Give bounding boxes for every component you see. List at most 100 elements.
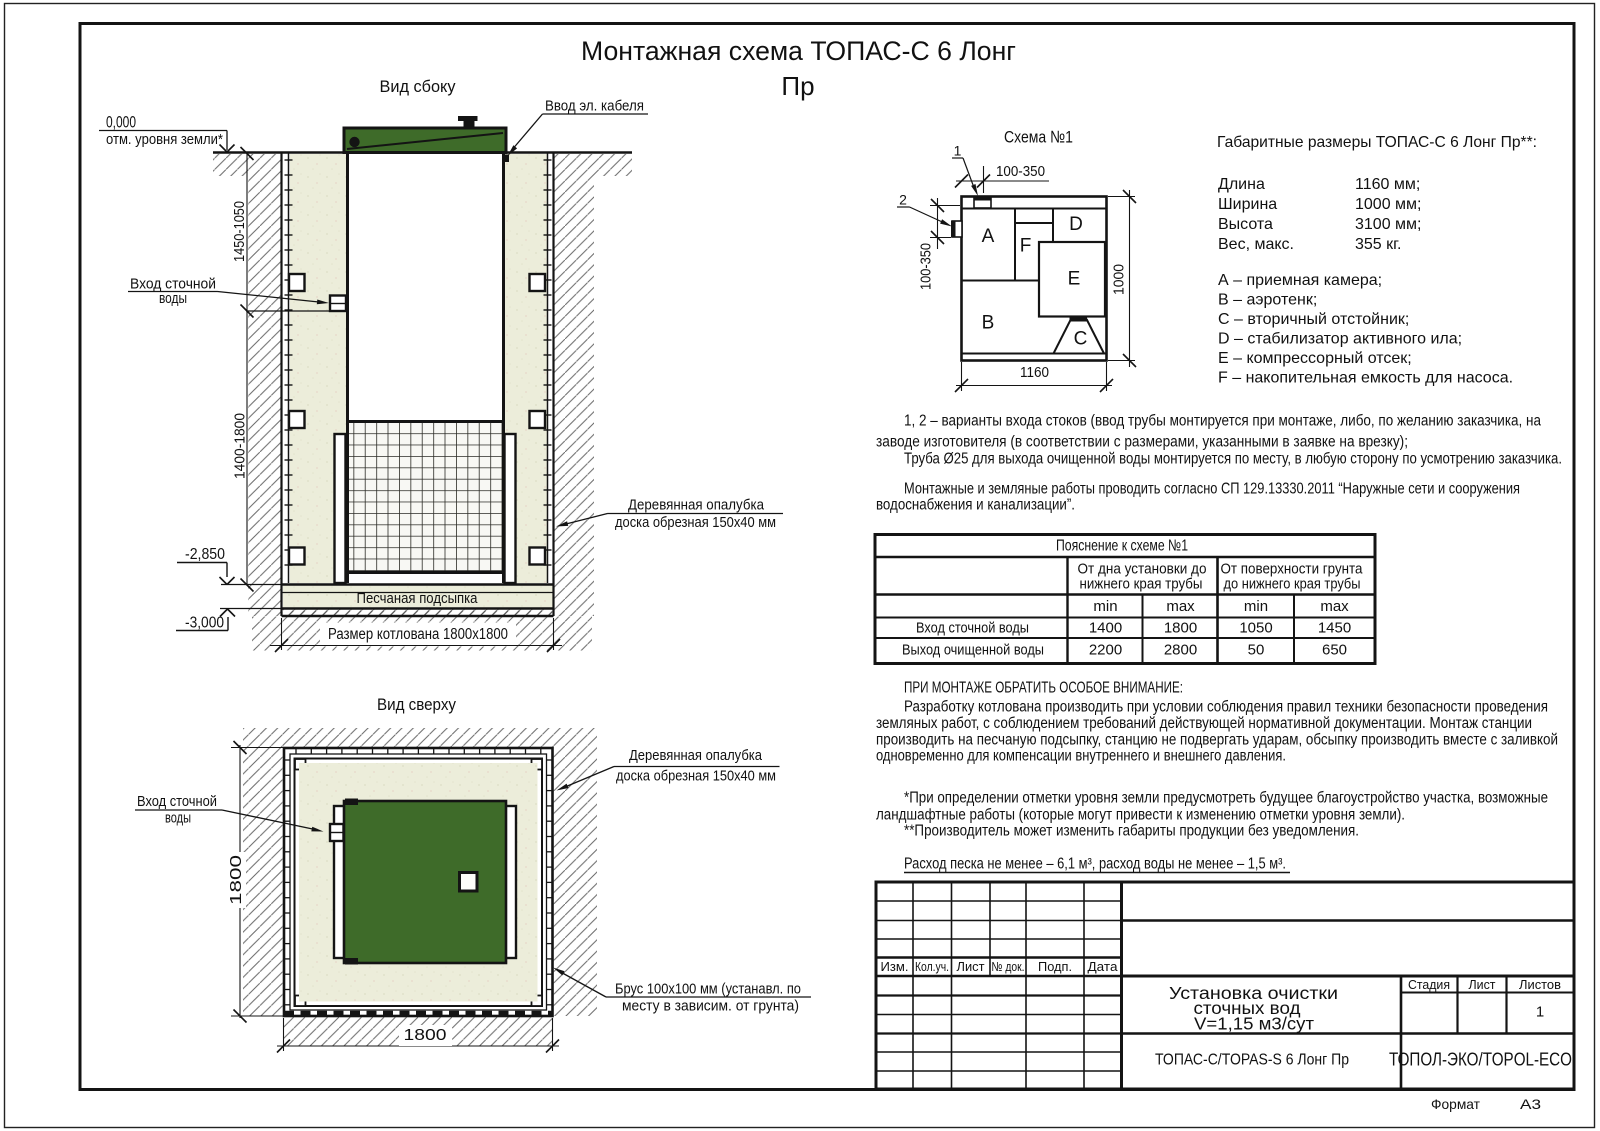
- svg-text:2800: 2800: [1164, 642, 1197, 659]
- svg-text:1800: 1800: [228, 855, 245, 905]
- svg-text:1: 1: [1536, 1004, 1544, 1021]
- svg-text:0,000: 0,000: [106, 114, 136, 132]
- svg-text:1160: 1160: [1020, 365, 1049, 381]
- svg-text:А3: А3: [1520, 1096, 1541, 1112]
- svg-text:D: D: [1069, 214, 1083, 235]
- svg-text:3100 мм;: 3100 мм;: [1355, 216, 1421, 233]
- svg-text:Выход очищенной воды: Выход очищенной воды: [902, 642, 1044, 659]
- svg-text:одновременно для компенсации в: одновременно для компенсации внутреннего…: [876, 748, 1286, 765]
- svg-text:1400-1800: 1400-1800: [232, 413, 249, 479]
- svg-text:Формат: Формат: [1431, 1096, 1481, 1112]
- svg-text:Вход сточной воды: Вход сточной воды: [916, 620, 1029, 637]
- svg-text:min: min: [1093, 598, 1117, 615]
- svg-text:Подп.: Подп.: [1038, 959, 1072, 974]
- svg-text:А – приемная камера;: А – приемная камера;: [1218, 272, 1382, 289]
- svg-text:max: max: [1320, 598, 1349, 615]
- svg-text:сточных вод: сточных вод: [1194, 998, 1301, 1018]
- svg-text:ТОПАС-С/TOPAS-S 6 Лонг Пр: ТОПАС-С/TOPAS-S 6 Лонг Пр: [1155, 1052, 1349, 1069]
- svg-text:месту в зависим. от грунта): месту в зависим. от грунта): [622, 998, 799, 1015]
- svg-text:От поверхности грунта: От поверхности грунта: [1221, 561, 1364, 578]
- svg-text:Схема №1: Схема №1: [1004, 128, 1073, 147]
- svg-text:отм. уровня земли*: отм. уровня земли*: [106, 131, 223, 148]
- svg-text:Лист: Лист: [1469, 977, 1496, 992]
- svg-text:Вид сверху: Вид сверху: [377, 695, 456, 714]
- svg-text:1, 2 – варианты входа стоков: 1, 2 – варианты входа стоков (ввод трубы…: [904, 413, 1541, 430]
- svg-text:Вес, макс.: Вес, макс.: [1218, 236, 1294, 253]
- svg-text:ТОПОЛ-ЭКО/TOPOL-ECO: ТОПОЛ-ЭКО/TOPOL-ECO: [1389, 1050, 1572, 1070]
- svg-text:100-350: 100-350: [996, 164, 1045, 180]
- svg-text:Изм.: Изм.: [881, 959, 909, 974]
- svg-text:1400: 1400: [1089, 620, 1122, 637]
- svg-text:-3,000: -3,000: [185, 615, 224, 632]
- svg-text:доска обрезная 150х40 мм: доска обрезная 150х40 мм: [615, 514, 776, 531]
- svg-text:От дна установки до: От дна установки до: [1078, 561, 1207, 578]
- svg-text:воды: воды: [159, 290, 187, 307]
- svg-text:1450: 1450: [1318, 620, 1351, 637]
- svg-text:доска обрезная 150х40 мм: доска обрезная 150х40 мм: [616, 768, 776, 785]
- svg-text:Монтажные и земляные работы пр: Монтажные и земляные работы проводить со…: [904, 481, 1520, 498]
- svg-text:Разработку котлована производи: Разработку котлована производить при усл…: [904, 699, 1548, 716]
- svg-text:1160 мм;: 1160 мм;: [1355, 176, 1420, 193]
- svg-text:-2,850: -2,850: [185, 546, 225, 563]
- svg-text:1050: 1050: [1239, 620, 1272, 637]
- svg-text:V=1,15 м3/сут: V=1,15 м3/сут: [1194, 1014, 1314, 1034]
- svg-text:1450-1050: 1450-1050: [231, 201, 248, 262]
- svg-text:Вид сбоку: Вид сбоку: [380, 77, 456, 96]
- svg-text:Расход песка не менее – 6,1 м³: Расход песка не менее – 6,1 м³, расход в…: [904, 856, 1286, 873]
- svg-text:1: 1: [954, 143, 962, 159]
- svg-text:**Производитель может изменить: **Производитель может изменить габариты …: [904, 823, 1359, 840]
- svg-text:ПРИ МОНТАЖЕ ОБРАТИТЬ ОСОБОЕ ВН: ПРИ МОНТАЖЕ ОБРАТИТЬ ОСОБОЕ ВНИМАНИЕ:: [904, 680, 1183, 697]
- svg-text:D – стабилизатор активного ила: D – стабилизатор активного ила;: [1218, 331, 1462, 348]
- svg-text:B: B: [982, 313, 995, 334]
- svg-text:*При определении отметки уровн: *При определении отметки уровня земли пр…: [904, 790, 1548, 807]
- svg-text:max: max: [1166, 598, 1195, 615]
- svg-text:Деревянная опалубка: Деревянная опалубка: [629, 747, 763, 764]
- svg-text:ландшафтные работы (которые мо: ландшафтные работы (которые могут привес…: [876, 807, 1405, 824]
- svg-text:до нижнего края трубы: до нижнего края трубы: [1224, 576, 1361, 593]
- svg-text:Габаритные размеры ТОПАС-С 6 Л: Габаритные размеры ТОПАС-С 6 Лонг Пр**:: [1217, 134, 1537, 151]
- svg-text:Вход сточной: Вход сточной: [130, 276, 216, 293]
- svg-text:Кол.уч.: Кол.уч.: [915, 959, 949, 974]
- svg-text:№ док.: № док.: [992, 959, 1025, 974]
- svg-text:В – аэротенк;: В – аэротенк;: [1218, 292, 1317, 309]
- svg-text:Ширина: Ширина: [1218, 196, 1277, 213]
- svg-text:1800: 1800: [1164, 620, 1197, 637]
- svg-text:водоснабжения и канализации”.: водоснабжения и канализации”.: [876, 497, 1075, 514]
- svg-text:Труба Ø25 для выхода очищенной: Труба Ø25 для выхода очищенной воды монт…: [904, 451, 1562, 468]
- svg-text:1000 мм;: 1000 мм;: [1355, 196, 1421, 213]
- svg-text:F: F: [1020, 236, 1032, 257]
- svg-text:нижнего края трубы: нижнего края трубы: [1080, 576, 1203, 593]
- svg-text:355 кг.: 355 кг.: [1355, 236, 1401, 253]
- svg-text:Е – компрессорный отсек;: Е – компрессорный отсек;: [1218, 350, 1412, 367]
- svg-text:заводе изготовителя (в соответ: заводе изготовителя (в соответствии с ра…: [876, 434, 1408, 451]
- svg-text:F – накопительная емкость для: F – накопительная емкость для насоса.: [1218, 370, 1513, 387]
- svg-text:Листов: Листов: [1519, 977, 1561, 992]
- svg-text:A: A: [982, 226, 995, 247]
- svg-text:min: min: [1244, 598, 1268, 615]
- svg-text:Размер котлована 1800х1800: Размер котлована 1800х1800: [328, 626, 508, 643]
- svg-text:Установка очистки: Установка очистки: [1169, 983, 1338, 1003]
- svg-text:Пр: Пр: [781, 71, 814, 101]
- svg-text:Монтажная схема ТОПАС-С 6 Лонг: Монтажная схема ТОПАС-С 6 Лонг: [581, 36, 1016, 66]
- svg-text:Песчаная подсыпка: Песчаная подсыпка: [357, 590, 479, 607]
- svg-text:2: 2: [899, 192, 907, 208]
- svg-text:производить на песчаную подсып: производить на песчаную подсыпку, станци…: [876, 732, 1558, 749]
- svg-text:50: 50: [1248, 642, 1265, 659]
- svg-text:Стадия: Стадия: [1408, 977, 1450, 992]
- svg-text:Брус 100х100 мм (устанавл. по: Брус 100х100 мм (устанавл. по: [615, 981, 801, 998]
- svg-text:100-350: 100-350: [919, 243, 935, 290]
- svg-text:E: E: [1068, 269, 1081, 290]
- svg-text:650: 650: [1322, 642, 1347, 659]
- svg-text:Вход сточной: Вход сточной: [137, 793, 217, 810]
- svg-text:Дата: Дата: [1088, 959, 1119, 974]
- svg-text:С – вторичный отстойник;: С – вторичный отстойник;: [1218, 311, 1409, 328]
- svg-text:земляных работ, с соблюдением: земляных работ, с соблюдением требований…: [876, 715, 1532, 732]
- svg-text:Длина: Длина: [1218, 176, 1265, 193]
- svg-text:1000: 1000: [1112, 264, 1128, 295]
- svg-text:Высота: Высота: [1218, 216, 1273, 233]
- svg-text:2200: 2200: [1089, 642, 1122, 659]
- svg-text:C: C: [1074, 329, 1088, 350]
- svg-text:Деревянная опалубка: Деревянная опалубка: [628, 497, 765, 514]
- svg-text:Ввод эл. кабеля: Ввод эл. кабеля: [545, 98, 644, 115]
- svg-text:воды: воды: [165, 810, 191, 827]
